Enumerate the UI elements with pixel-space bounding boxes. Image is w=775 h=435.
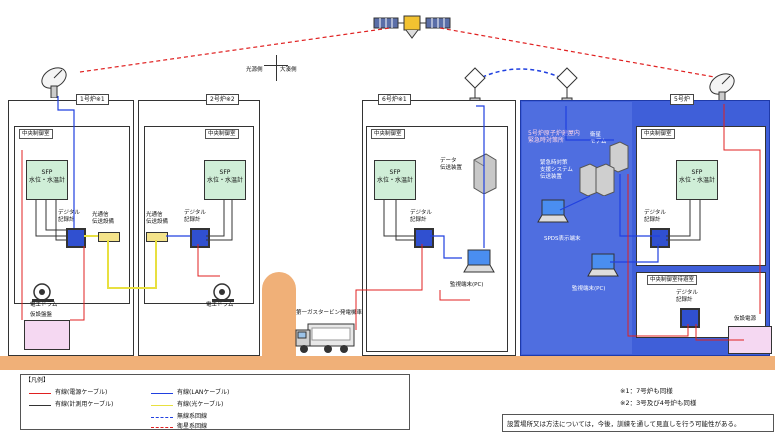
unit5-pc-icon <box>587 253 619 277</box>
unit1-control-room: 中央制御室 <box>14 126 130 304</box>
legend-item-label: 有線(計測用ケーブル) <box>55 401 114 408</box>
compass-right-label: 大湊側 <box>280 67 297 73</box>
legend-item-label: 有線(光ケーブル) <box>177 401 224 408</box>
disclaimer-text: 設置場所又は方法については，今後，訓練を通して見直しを行う可能性がある。 <box>507 420 741 428</box>
compass-left-label: 光源側 <box>246 67 263 73</box>
unit5-recorder-label: デジタル 記録計 <box>644 210 666 223</box>
legend-line-swatch <box>151 393 173 394</box>
unit5-shelter-title: 中央制御室待避室 <box>647 275 698 285</box>
unit1-recorder-label: デジタル 記録計 <box>58 210 80 223</box>
dish-antenna-icon <box>709 73 735 104</box>
truck-label: 第一ガスタービン発電機車 <box>296 310 363 316</box>
emergency-center-title: 5号炉原子炉建屋内 緊急時対策所 <box>528 130 580 144</box>
compass: 光源側 大湊側 <box>246 55 306 85</box>
footnote-1: ※1：7号炉も同様 <box>620 387 673 395</box>
unit1-transmitter-label: 光通信 伝送設備 <box>92 212 115 225</box>
unit5-pc-label: 監視端末(PC) <box>572 286 606 292</box>
legend-item-label: 無線系回線 <box>177 413 208 420</box>
ground <box>0 356 775 370</box>
legend-line-swatch <box>151 417 173 418</box>
unit5-room-title: 中央制御室 <box>641 129 675 139</box>
unit2-recorder <box>190 228 210 248</box>
unit5-shelter-recorder <box>680 308 700 328</box>
unit2-tag: 2号炉※2 <box>206 94 239 105</box>
unit5-recorder <box>650 228 670 248</box>
unit1-room-title: 中央制御室 <box>19 129 53 139</box>
unit1-recorder <box>66 228 86 248</box>
unit5-sfp-gauge: SFP 水位・水温計 <box>676 160 718 200</box>
generator-truck-icon <box>295 323 355 353</box>
legend-line-swatch <box>29 405 51 406</box>
unit1-pump-label: 電エドラム <box>30 302 58 308</box>
legend-item-label: 有線(LANケーブル) <box>177 389 230 396</box>
unit2-room-title: 中央制御室 <box>205 129 239 139</box>
emergency-spds-server-icon <box>579 163 615 196</box>
unit2-recorder-label: デジタル 記録計 <box>184 210 206 223</box>
unit2-pump-label: 電エドラム <box>206 302 234 308</box>
dish-antenna-icon <box>41 67 67 98</box>
unit6-sfp-gauge: SFP 水位・水温計 <box>374 160 416 200</box>
unit1-sfp-gauge: SFP 水位・水温計 <box>26 160 68 200</box>
legend-line-swatch <box>29 393 51 394</box>
unit6-tag: 6号炉※1 <box>378 94 411 105</box>
emergency-spds-pc-label: SPDS表示端末 <box>544 236 581 242</box>
emergency-spds-pc-icon <box>537 199 569 223</box>
unit6-server-label: データ 伝送装置 <box>440 158 463 171</box>
unit2-pump-icon <box>212 283 234 302</box>
emergency-modem-label: 衛星 モデム <box>590 132 607 145</box>
unit2-sfp-gauge: SFP 水位・水温計 <box>204 160 246 200</box>
legend-line-swatch <box>151 427 173 428</box>
hill <box>262 272 296 362</box>
temp-power-label: 仮設電源 <box>734 316 757 322</box>
satellite-icon <box>373 15 451 39</box>
unit6-pc-label: 監視端末(PC) <box>450 282 484 288</box>
disclaimer-box: 設置場所又は方法については，今後，訓練を通して見直しを行う可能性がある。 <box>502 414 774 432</box>
legend-item-label: 衛星系回線 <box>177 423 208 430</box>
unit6-recorder-label: デジタル 記録計 <box>410 210 432 223</box>
legend-line-swatch <box>151 405 173 406</box>
unit6-pc-icon <box>463 249 495 273</box>
unit2-control-room: 中央制御室 <box>144 126 254 304</box>
unit1-generator <box>24 320 70 350</box>
legend: 【凡例】 有線(電源ケーブル) 有線(計測用ケーブル) 有線(LANケーブル) 有線(… <box>20 374 410 430</box>
unit5-tag: 5号炉 <box>670 94 694 105</box>
unit6-recorder <box>414 228 434 248</box>
unit2-transmitter-label: 光通信 伝送設備 <box>146 212 169 225</box>
unit1-generator-label: 仮設盤盤 <box>30 312 53 318</box>
unit1-pump-icon <box>32 283 54 302</box>
unit1-tag: 1号炉※1 <box>76 94 109 105</box>
footnote-2: ※2：3号及び4号炉も同様 <box>620 399 697 407</box>
legend-item-label: 有線(電源ケーブル) <box>55 389 108 396</box>
emergency-spds-label: 緊急時対策 支援システム 伝送装置 <box>540 160 573 180</box>
unit5-shelter-recorder-label: デジタル 記録計 <box>676 290 698 303</box>
legend-title: 【凡例】 <box>25 377 50 384</box>
unit6-room-title: 中央制御室 <box>371 129 405 139</box>
